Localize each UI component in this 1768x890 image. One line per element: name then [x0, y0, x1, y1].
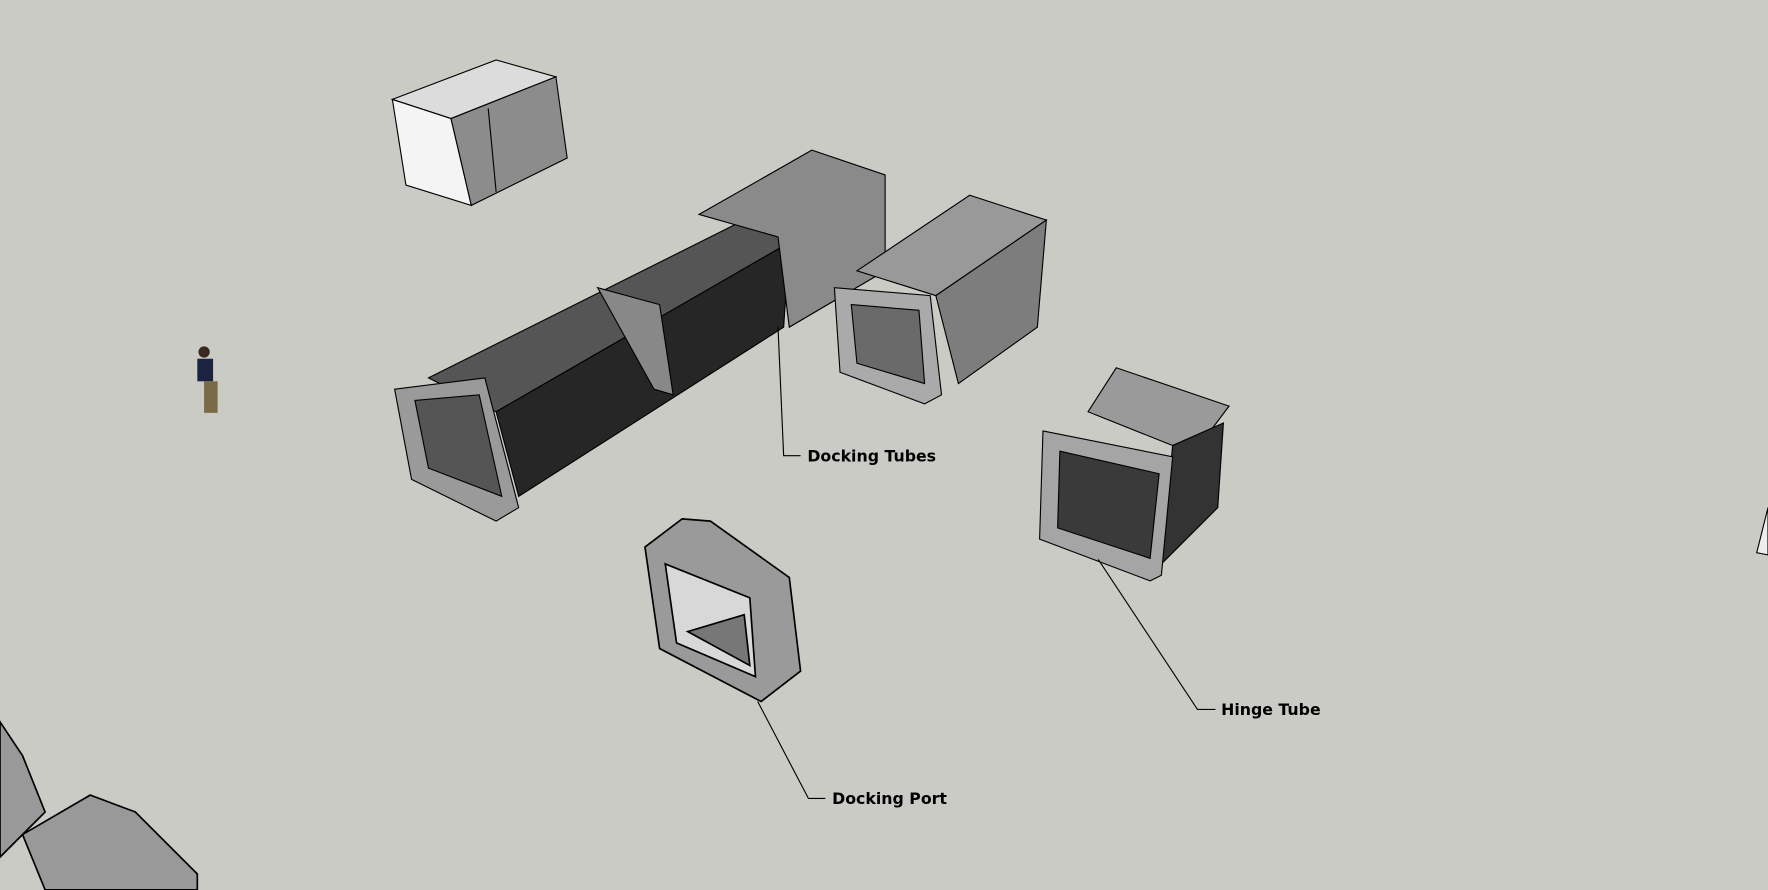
truss-structure-partial: [0, 720, 199, 890]
docking-port-leader: [757, 701, 826, 800]
crate-box[interactable]: [390, 59, 568, 207]
hinge-tube-leader: [1097, 559, 1216, 710]
docking-tubes-leader: [777, 327, 801, 457]
docking-tubes-label: Docking Tubes: [807, 446, 936, 465]
hinge-tube-label: Hinge Tube: [1221, 700, 1321, 719]
edge-object-partial: [1756, 507, 1768, 556]
docking-tube-long[interactable]: [393, 149, 886, 522]
scale-figure-person: [197, 346, 218, 413]
docking-port-label: Docking Port: [832, 789, 947, 808]
docking-port[interactable]: [644, 517, 802, 703]
hinge-tube[interactable]: [1039, 367, 1230, 582]
docking-tube-short[interactable]: [833, 194, 1048, 405]
